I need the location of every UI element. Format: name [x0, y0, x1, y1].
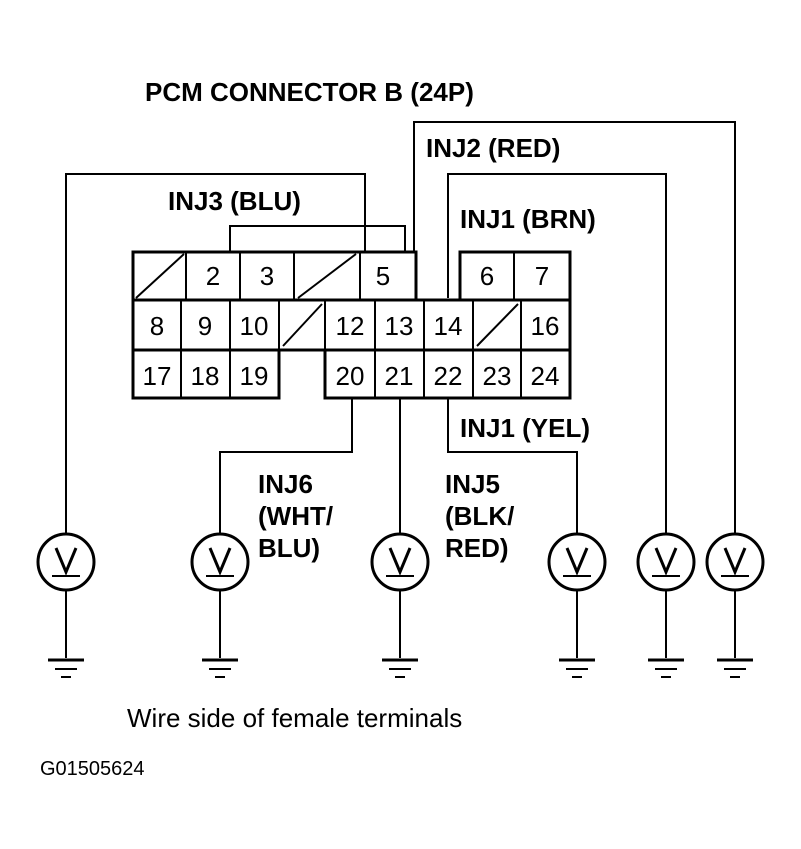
wire-inj1-brn	[447, 173, 667, 534]
connector-row3-left	[131, 348, 281, 400]
caption: Wire side of female terminals	[127, 703, 462, 733]
connector-b: 2 3 5 6 7 8 9 10 12 13 14 16 17 18 19 20…	[131, 250, 572, 400]
pin-23: 23	[483, 361, 512, 391]
meter-inj1-yel-v-icon	[565, 547, 589, 576]
wire-pin5-meter1	[65, 173, 366, 534]
inj5-label-line3: RED)	[445, 533, 509, 563]
pin-7: 7	[535, 261, 549, 291]
pin-9: 9	[198, 311, 212, 341]
pin-14: 14	[434, 311, 463, 341]
meter-inj1-brn-circle	[636, 532, 696, 592]
inj6-label-line1: INJ6	[258, 469, 313, 499]
pin-10: 10	[240, 311, 269, 341]
pin-16: 16	[531, 311, 560, 341]
pin-12: 12	[336, 311, 365, 341]
figure-code: G01505624	[40, 758, 145, 780]
pin-5: 5	[376, 261, 390, 291]
inj6-label-line3: BLU)	[258, 533, 320, 563]
meter-inj5-v-icon	[388, 547, 412, 576]
inj1-yel-label: INJ1 (YEL)	[460, 413, 590, 443]
lower-wires	[219, 398, 578, 534]
connector-title: PCM CONNECTOR B (24P)	[145, 77, 474, 107]
connector-row3-right	[323, 348, 572, 400]
wire-inj6	[219, 398, 353, 534]
pin-17: 17	[143, 361, 172, 391]
meter-inj2-v-icon	[723, 547, 747, 576]
pin-6: 6	[480, 261, 494, 291]
pin-21: 21	[385, 361, 414, 391]
meter-inj6-v-icon	[208, 547, 232, 576]
meter-inj6-circle	[190, 532, 250, 592]
pin-24: 24	[531, 361, 560, 391]
voltmeters	[36, 532, 765, 678]
inj5-label-line1: INJ5	[445, 469, 500, 499]
inj1-brn-label: INJ1 (BRN)	[460, 204, 596, 234]
inj3-label: INJ3 (BLU)	[168, 186, 301, 216]
pin-13: 13	[385, 311, 414, 341]
meter-1-circle	[36, 532, 96, 592]
wire-inj1-yel	[447, 398, 578, 534]
wire-inj2	[413, 121, 736, 534]
pin-19: 19	[240, 361, 269, 391]
pin-22: 22	[434, 361, 463, 391]
meter-inj2-circle	[705, 532, 765, 592]
pin-3: 3	[260, 261, 274, 291]
meter-inj1-yel-circle	[547, 532, 607, 592]
pin-8: 8	[150, 311, 164, 341]
pin-2: 2	[206, 261, 220, 291]
pin-18: 18	[191, 361, 220, 391]
meter-1-v-icon	[54, 547, 78, 576]
connector-row1-left	[131, 250, 418, 302]
inj6-label-line2: (WHT/	[258, 501, 333, 531]
meter-inj1-brn-v-icon	[654, 547, 678, 576]
meter-inj5-circle	[370, 532, 430, 592]
inj5-label-line2: (BLK/	[445, 501, 514, 531]
inj2-label: INJ2 (RED)	[426, 133, 560, 163]
pin-20: 20	[336, 361, 365, 391]
